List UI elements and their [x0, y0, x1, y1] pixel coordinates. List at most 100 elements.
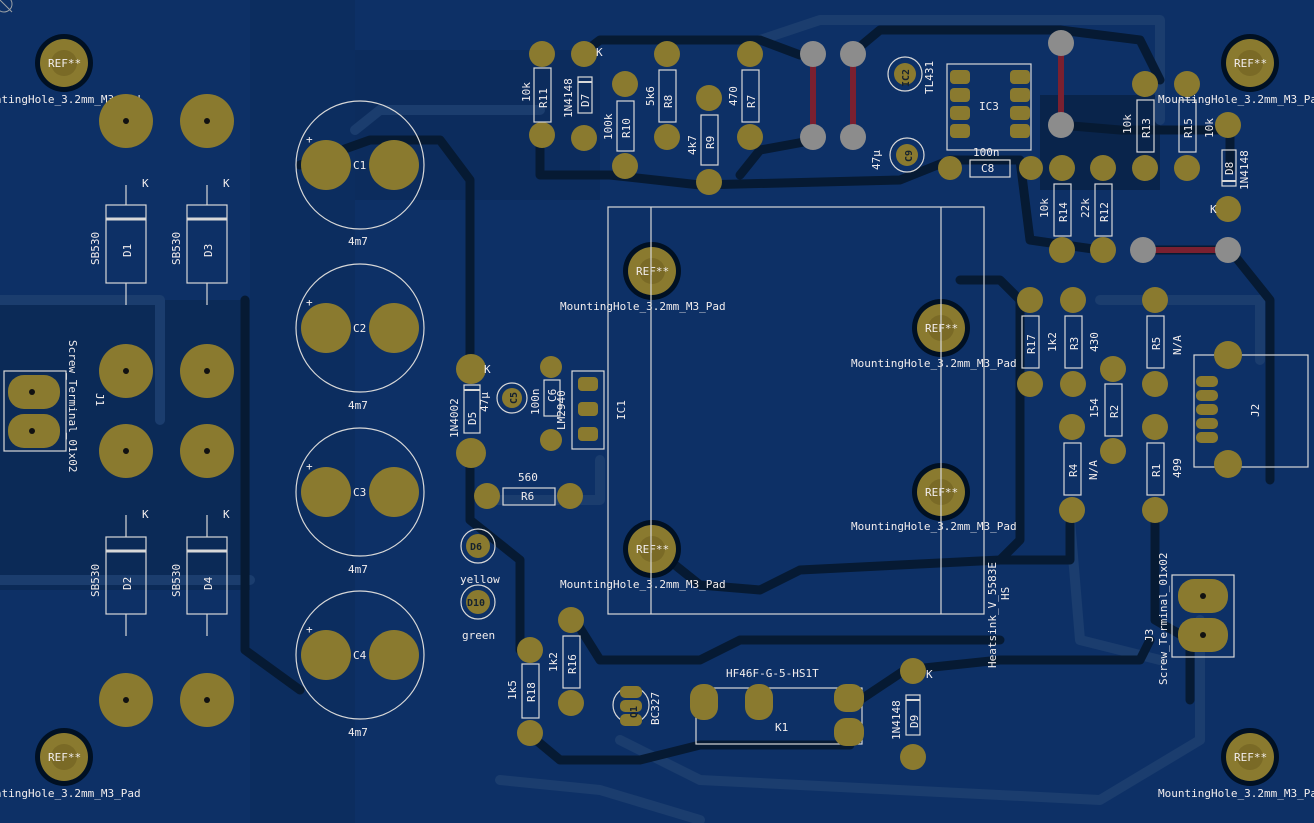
mounting-hole-label: MountingHole_3.2mm_M3_Pad — [851, 357, 1017, 370]
diode-d1[interactable]: K D1 SB530 — [89, 94, 153, 398]
svg-text:R14: R14 — [1057, 202, 1070, 222]
svg-text:D5: D5 — [466, 412, 479, 425]
svg-text:N/A: N/A — [1171, 335, 1184, 355]
via — [1130, 237, 1156, 263]
svg-text:R10: R10 — [620, 118, 633, 138]
svg-text:D10: D10 — [467, 598, 485, 609]
mounting-hole-ref: REF** — [636, 265, 669, 278]
diode-d5[interactable]: K D5 1N4002 — [448, 354, 491, 468]
svg-text:K: K — [596, 46, 603, 59]
svg-text:green: green — [462, 629, 495, 642]
svg-text:K: K — [142, 177, 149, 190]
svg-text:C1: C1 — [353, 159, 366, 172]
svg-text:+: + — [306, 133, 313, 146]
resistor-r18[interactable]: R18 1k5 — [506, 637, 543, 746]
via — [800, 124, 826, 150]
resistor-r15[interactable]: R15 10k — [1174, 71, 1216, 181]
capacitor-c8[interactable]: C8 100n — [938, 146, 1043, 180]
capacitor-c6[interactable]: C6 100n — [529, 356, 562, 451]
diode-d4[interactable]: K D4 SB530 — [170, 424, 234, 727]
svg-text:HF46F-G-5-HS1T: HF46F-G-5-HS1T — [726, 667, 819, 680]
svg-text:+: + — [306, 460, 313, 473]
connector-j3[interactable]: J3 Screw_Terminal_01x02 — [1143, 553, 1235, 685]
mounting-hole[interactable]: REF** MountingHole_3.2mm_M3_Pad — [1158, 728, 1314, 800]
svg-text:K: K — [223, 177, 230, 190]
capacitor-c3[interactable]: + C3 4m7 — [295, 427, 425, 576]
svg-text:C3: C3 — [353, 486, 366, 499]
transistor-q1[interactable]: Q1 BC327 — [612, 686, 662, 726]
svg-text:R1: R1 — [1150, 464, 1163, 477]
ic-ic2[interactable]: IC2 TL431 — [887, 56, 936, 94]
resistor-r17[interactable]: R17 1k2 — [1017, 287, 1059, 397]
connector-j1[interactable]: J1 Screw_Terminal_01x02 — [3, 340, 106, 472]
diode-d7[interactable]: K D7 1N4148 — [562, 41, 603, 151]
resistor-r10[interactable]: R10 100k — [602, 71, 638, 179]
svg-text:4k7: 4k7 — [686, 135, 699, 155]
diode-d8[interactable]: K D8 1N4148 — [1210, 112, 1251, 222]
svg-text:D3: D3 — [202, 244, 215, 257]
resistor-r8[interactable]: R8 5k6 — [644, 41, 680, 150]
led-d10[interactable]: D10 green — [460, 584, 496, 642]
resistor-r11[interactable]: R11 10k — [520, 41, 555, 148]
svg-text:R12: R12 — [1098, 202, 1111, 222]
capacitor-c9[interactable]: C9 47µ — [870, 137, 925, 173]
svg-text:1k5: 1k5 — [506, 680, 519, 700]
svg-text:1N4148: 1N4148 — [1238, 150, 1251, 190]
capacitor-c4[interactable]: + C4 4m7 — [295, 590, 425, 739]
heatsink-hs[interactable]: HS Heatsink_V_5583E — [607, 206, 1012, 668]
resistor-r6[interactable]: R6 560 — [474, 471, 583, 509]
svg-text:R7: R7 — [745, 95, 758, 108]
connector-j2[interactable]: J2 — [1193, 341, 1309, 478]
mounting-hole[interactable]: REF** MountingHole_3.2mm_M3_Pad — [0, 34, 141, 106]
svg-text:R15: R15 — [1182, 118, 1195, 138]
resistor-r14[interactable]: R14 10k — [1038, 155, 1075, 263]
mounting-hole-label: MountingHole_3.2mm_M3_Pad — [0, 93, 141, 106]
capacitor-c5[interactable]: C5 47µ — [478, 382, 528, 414]
resistor-r16[interactable]: R16 1k2 — [547, 607, 584, 716]
svg-text:BC327: BC327 — [649, 692, 662, 725]
svg-text:560: 560 — [518, 471, 538, 484]
resistor-r3[interactable]: R3 430 — [1060, 287, 1101, 397]
svg-text:K: K — [223, 508, 230, 521]
resistor-r12[interactable]: R12 22k — [1079, 155, 1116, 263]
svg-text:K: K — [1210, 203, 1217, 216]
svg-text:4m7: 4m7 — [348, 235, 368, 248]
svg-text:K: K — [926, 668, 933, 681]
diode-d9[interactable]: K D9 1N4148 — [890, 658, 933, 770]
svg-text:D6: D6 — [470, 542, 482, 553]
via — [1048, 30, 1074, 56]
relay-k1[interactable]: K1 HF46F-G-5-HS1T — [690, 667, 864, 746]
mounting-hole[interactable]: REF** MountingHole_3.2mm_M3_Pad — [0, 728, 141, 800]
resistor-r7[interactable]: R7 470 — [727, 41, 763, 150]
svg-text:470: 470 — [727, 86, 740, 106]
svg-text:K1: K1 — [775, 721, 788, 734]
diode-d2[interactable]: K D2 SB530 — [89, 424, 153, 727]
mounting-hole[interactable]: REF** MountingHole_3.2mm_M3_Pad — [1158, 34, 1314, 106]
svg-text:R3: R3 — [1068, 337, 1081, 350]
resistor-r4[interactable]: R4 N/A — [1059, 414, 1100, 523]
resistor-r2[interactable]: R2 154 — [1088, 356, 1126, 464]
ic-ic3[interactable]: IC3 — [946, 63, 1032, 151]
capacitor-c2[interactable]: + C2 4m7 — [295, 263, 425, 412]
resistor-r1[interactable]: R1 499 — [1142, 414, 1184, 523]
mounting-hole-label: MountingHole_3.2mm_M3_Pad — [560, 578, 726, 591]
svg-text:D4: D4 — [202, 576, 215, 590]
ic-ic1[interactable]: IC1 LM2940 — [555, 370, 628, 450]
svg-text:1k2: 1k2 — [1046, 332, 1059, 352]
mounting-hole[interactable]: REF** MountingHole_3.2mm_M3_Pad — [560, 242, 726, 313]
resistor-r9[interactable]: R9 4k7 — [686, 85, 722, 195]
capacitor-c1[interactable]: + C1 4m7 — [295, 100, 425, 248]
mounting-hole-label: MountingHole_3.2mm_M3_Pad — [1158, 93, 1314, 106]
svg-text:J2: J2 — [1249, 404, 1262, 417]
mid-parts: K D5 1N4002 C5 47µ C6 100n IC1 LM2940 — [448, 354, 628, 642]
led-d6[interactable]: D6 yellow — [460, 528, 500, 586]
via — [800, 41, 826, 67]
mounting-hole-label: MountingHole_3.2mm_M3_Pad — [0, 787, 141, 800]
via — [1215, 237, 1241, 263]
diode-d3[interactable]: K D3 SB530 — [170, 94, 234, 398]
resistor-r13[interactable]: R13 10k — [1121, 71, 1158, 181]
svg-text:R13: R13 — [1140, 118, 1153, 138]
mounting-hole[interactable]: REF** MountingHole_3.2mm_M3_Pad — [560, 520, 726, 591]
resistor-r5[interactable]: R5 N/A — [1142, 287, 1184, 397]
